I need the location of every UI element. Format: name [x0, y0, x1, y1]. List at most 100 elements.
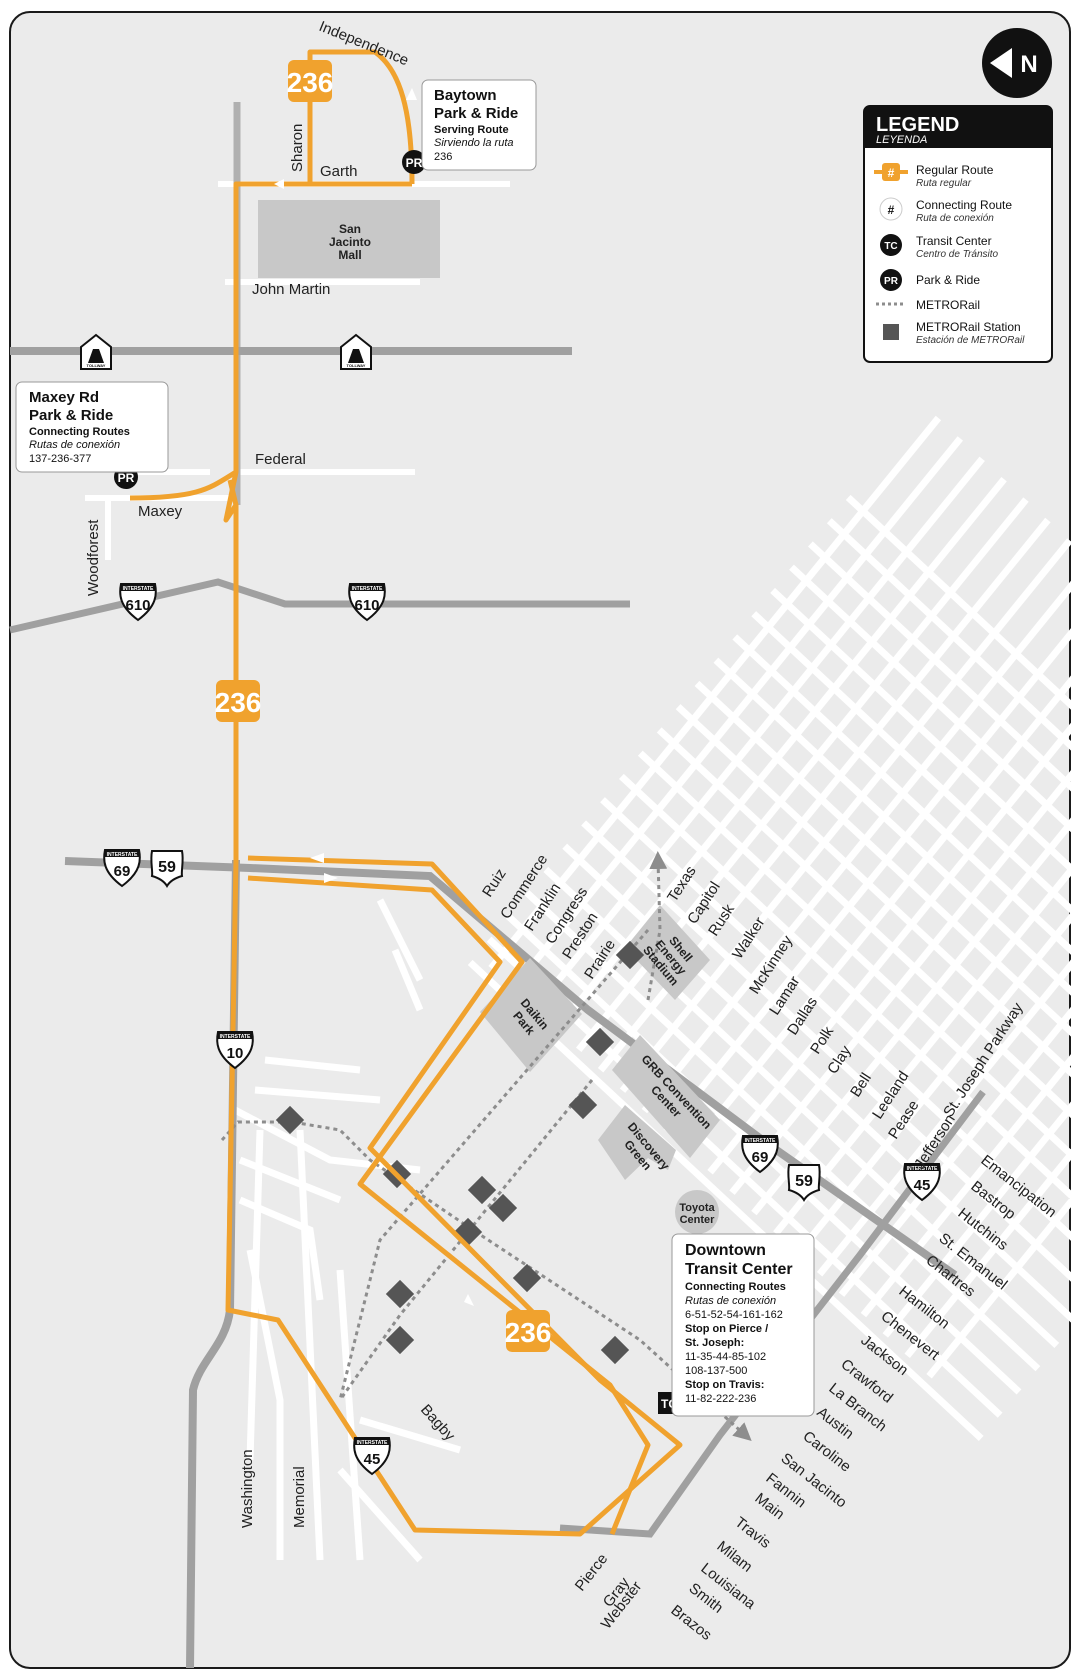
svg-text:Maxey Rd: Maxey Rd	[29, 389, 99, 406]
metrorail-station	[467, 1175, 497, 1205]
toyota-label-2: Center	[680, 1214, 716, 1226]
dtc-line: St. Joseph:	[685, 1337, 744, 1349]
dtc-line: Stop on Pierce /	[685, 1323, 768, 1335]
svg-text:236: 236	[434, 151, 452, 163]
us-59-shield: 59	[787, 1164, 821, 1202]
metrorail-station	[600, 1335, 630, 1365]
downtown-tc-callout: Downtown Transit Center Connecting Route…	[671, 1233, 815, 1417]
svg-text:610: 610	[354, 597, 379, 614]
svg-text:Rutas de conexión: Rutas de conexión	[29, 439, 120, 451]
svg-text:Park & Ride: Park & Ride	[434, 105, 518, 122]
legend-connecting-route-swatch: #	[879, 197, 903, 221]
street-woodforest: Woodforest	[85, 519, 102, 596]
svg-text:59: 59	[158, 859, 176, 876]
svg-text:Connecting Route: Connecting Route	[916, 198, 1012, 212]
dtc-line: Stop on Travis:	[685, 1379, 764, 1391]
svg-text:Centro de Tránsito: Centro de Tránsito	[916, 249, 999, 260]
street-memorial: Memorial	[291, 1466, 308, 1528]
toyota-label-1: Toyota	[679, 1202, 715, 1214]
metrorail-station	[512, 1263, 542, 1293]
metrorail-lines	[220, 851, 752, 1442]
svg-text:PR: PR	[406, 156, 423, 170]
svg-text:610: 610	[125, 597, 150, 614]
interstate-610-shield: INTERSTATE 610	[348, 583, 386, 622]
street-federal: Federal	[255, 451, 306, 468]
svg-text:INTERSTATE: INTERSTATE	[357, 1440, 388, 1446]
mall-label-2: Jacinto	[329, 235, 371, 249]
north-arrow: N	[982, 28, 1052, 98]
svg-text:69: 69	[752, 1149, 769, 1166]
legend-regular-route-swatch: #	[874, 163, 908, 181]
svg-text:Ruta regular: Ruta regular	[916, 178, 972, 189]
svg-text:Downtown: Downtown	[685, 1242, 766, 1259]
highways	[9, 102, 986, 1669]
svg-text:N: N	[1020, 51, 1037, 78]
svg-text:TOLLWAY: TOLLWAY	[87, 363, 106, 368]
svg-text:10: 10	[227, 1045, 244, 1062]
svg-text:Connecting Routes: Connecting Routes	[29, 426, 130, 438]
baytown-callout: Baytown Park & Ride Serving Route Sirvie…	[421, 79, 537, 171]
street-sharon: Sharon	[289, 124, 306, 172]
svg-text:Transit Center: Transit Center	[916, 234, 992, 248]
legend-station-swatch	[883, 324, 899, 340]
svg-text:PR: PR	[118, 471, 135, 485]
dtc-line: 108-137-500	[685, 1365, 747, 1377]
us-59-shield: 59	[150, 850, 184, 888]
street-washington: Washington	[239, 1449, 256, 1528]
svg-text:INTERSTATE: INTERSTATE	[352, 586, 383, 592]
svg-text:236: 236	[505, 1317, 552, 1348]
metrorail-station	[385, 1325, 415, 1355]
mall-label-3: Mall	[338, 248, 361, 262]
svg-text:Regular Route: Regular Route	[916, 163, 994, 177]
legend-subtitle: LEYENDA	[876, 134, 927, 146]
svg-text:Sirviendo la ruta: Sirviendo la ruta	[434, 137, 514, 149]
dtc-line: Rutas de conexión	[685, 1295, 776, 1307]
svg-text:45: 45	[914, 1177, 931, 1194]
legend: LEGEND LEYENDA # # TC PR Regular Route R…	[863, 105, 1053, 363]
metrorail-station	[488, 1193, 518, 1223]
svg-text:TC: TC	[884, 241, 897, 252]
svg-text:59: 59	[795, 1173, 813, 1190]
svg-text:236: 236	[287, 67, 334, 98]
svg-text:Ruta de conexión: Ruta de conexión	[916, 213, 994, 224]
downtown-street-grid	[467, 415, 1080, 1441]
dtc-line: Connecting Routes	[685, 1281, 786, 1293]
svg-text:Transit Center: Transit Center	[685, 1261, 793, 1278]
svg-text:Estación de METRORail: Estación de METRORail	[916, 335, 1025, 346]
svg-text:#: #	[888, 203, 895, 217]
svg-text:Baytown: Baytown	[434, 87, 497, 104]
svg-text:Park & Ride: Park & Ride	[916, 273, 980, 287]
metrorail-station	[275, 1105, 305, 1135]
route-badge-downtown: 236	[505, 1310, 552, 1352]
svg-text:METRORail: METRORail	[916, 298, 980, 312]
route-badge-top: 236	[287, 60, 334, 102]
svg-text:INTERSTATE: INTERSTATE	[123, 586, 154, 592]
street-maxey: Maxey	[138, 503, 183, 520]
metrorail-station	[568, 1090, 598, 1120]
svg-text:TOLLWAY: TOLLWAY	[347, 363, 366, 368]
interstate-69-shield: INTERSTATE 69	[741, 1135, 779, 1174]
toll-road-shield: TOLLWAY	[80, 333, 112, 370]
metrorail-station	[385, 1279, 415, 1309]
route-236-direction-arrows	[274, 88, 474, 1306]
svg-text:236: 236	[215, 687, 262, 718]
metrorail-station	[615, 940, 645, 970]
svg-text:INTERSTATE: INTERSTATE	[745, 1138, 776, 1144]
route-badge-mid: 236	[215, 680, 262, 722]
dtc-line: 6-51-52-54-161-162	[685, 1309, 783, 1321]
dtc-line: 11-82-222-236	[685, 1393, 756, 1405]
maxey-callout: Maxey Rd Park & Ride Connecting Routes R…	[15, 381, 169, 473]
baytown-pr-marker: PR	[402, 150, 426, 174]
svg-text:PR: PR	[884, 276, 899, 287]
legend-title: LEGEND	[876, 114, 959, 136]
svg-text:Park & Ride: Park & Ride	[29, 407, 113, 424]
mall-label-1: San	[339, 222, 361, 236]
legend-pr-swatch: PR	[880, 269, 902, 291]
toll-road-shield: TOLLWAY	[340, 333, 372, 370]
svg-text:45: 45	[364, 1451, 381, 1468]
